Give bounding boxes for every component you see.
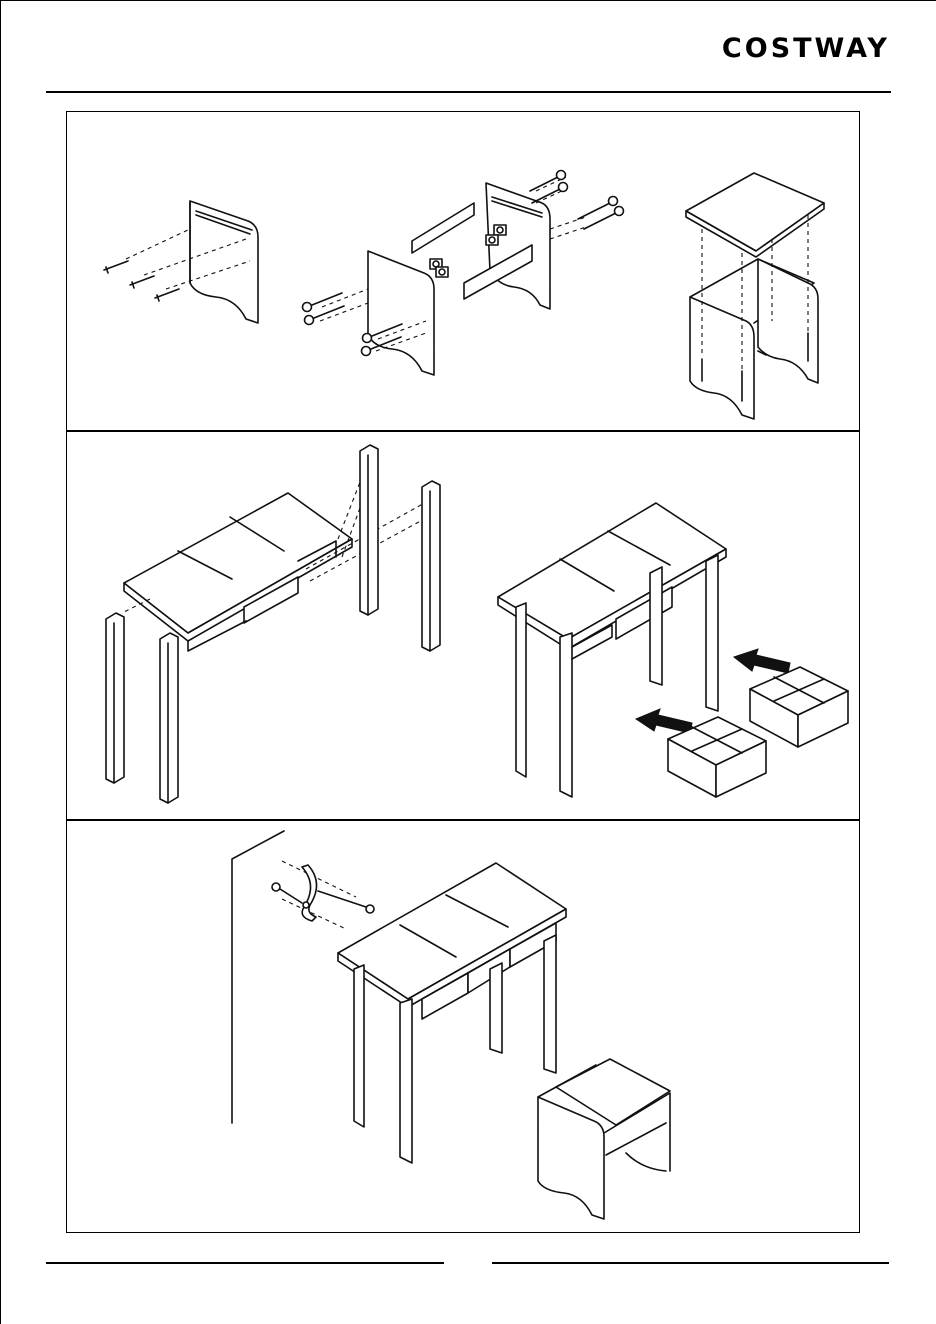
wall-outline	[232, 831, 284, 1123]
screw-icon	[318, 891, 374, 913]
table-leg-icon	[106, 613, 124, 783]
page-edge-left	[0, 0, 1, 1324]
side-panel-with-bar-figure	[104, 201, 258, 323]
screw-icon	[272, 883, 302, 903]
anti-tip-strap-figure	[272, 861, 374, 929]
panel-table-assembly	[66, 431, 860, 819]
brand-logo: COSTWAY	[722, 33, 890, 64]
footer-rule-right	[492, 1262, 889, 1264]
table-leg-icon	[360, 445, 378, 615]
header-rule	[46, 91, 891, 93]
cam-lock-icon	[494, 225, 506, 235]
page-edge-top	[0, 0, 936, 1]
screw-icon	[303, 902, 309, 908]
table-leg-icon	[160, 633, 178, 803]
final-stool-figure	[538, 1059, 670, 1219]
exploded-table-figure	[122, 477, 428, 651]
screw-icon	[155, 289, 179, 301]
screw-icon	[130, 276, 154, 288]
panel-stool-assembly	[66, 111, 860, 430]
cam-lock-icon	[436, 267, 448, 277]
screw-icon	[104, 261, 128, 273]
drawer-box-icon	[750, 667, 848, 747]
footer-rule-left	[46, 1262, 444, 1264]
arrow-icon	[734, 649, 790, 673]
panel-final-assembly	[66, 821, 860, 1232]
stool-seat-attach-figure	[686, 173, 824, 419]
cam-lock-icon	[486, 235, 498, 245]
exploded-stool-frame-figure	[303, 171, 624, 376]
screw-icon	[584, 207, 624, 230]
screw-icon	[532, 183, 568, 204]
arrow-icon	[636, 709, 692, 733]
table-leg-icon	[422, 481, 440, 651]
